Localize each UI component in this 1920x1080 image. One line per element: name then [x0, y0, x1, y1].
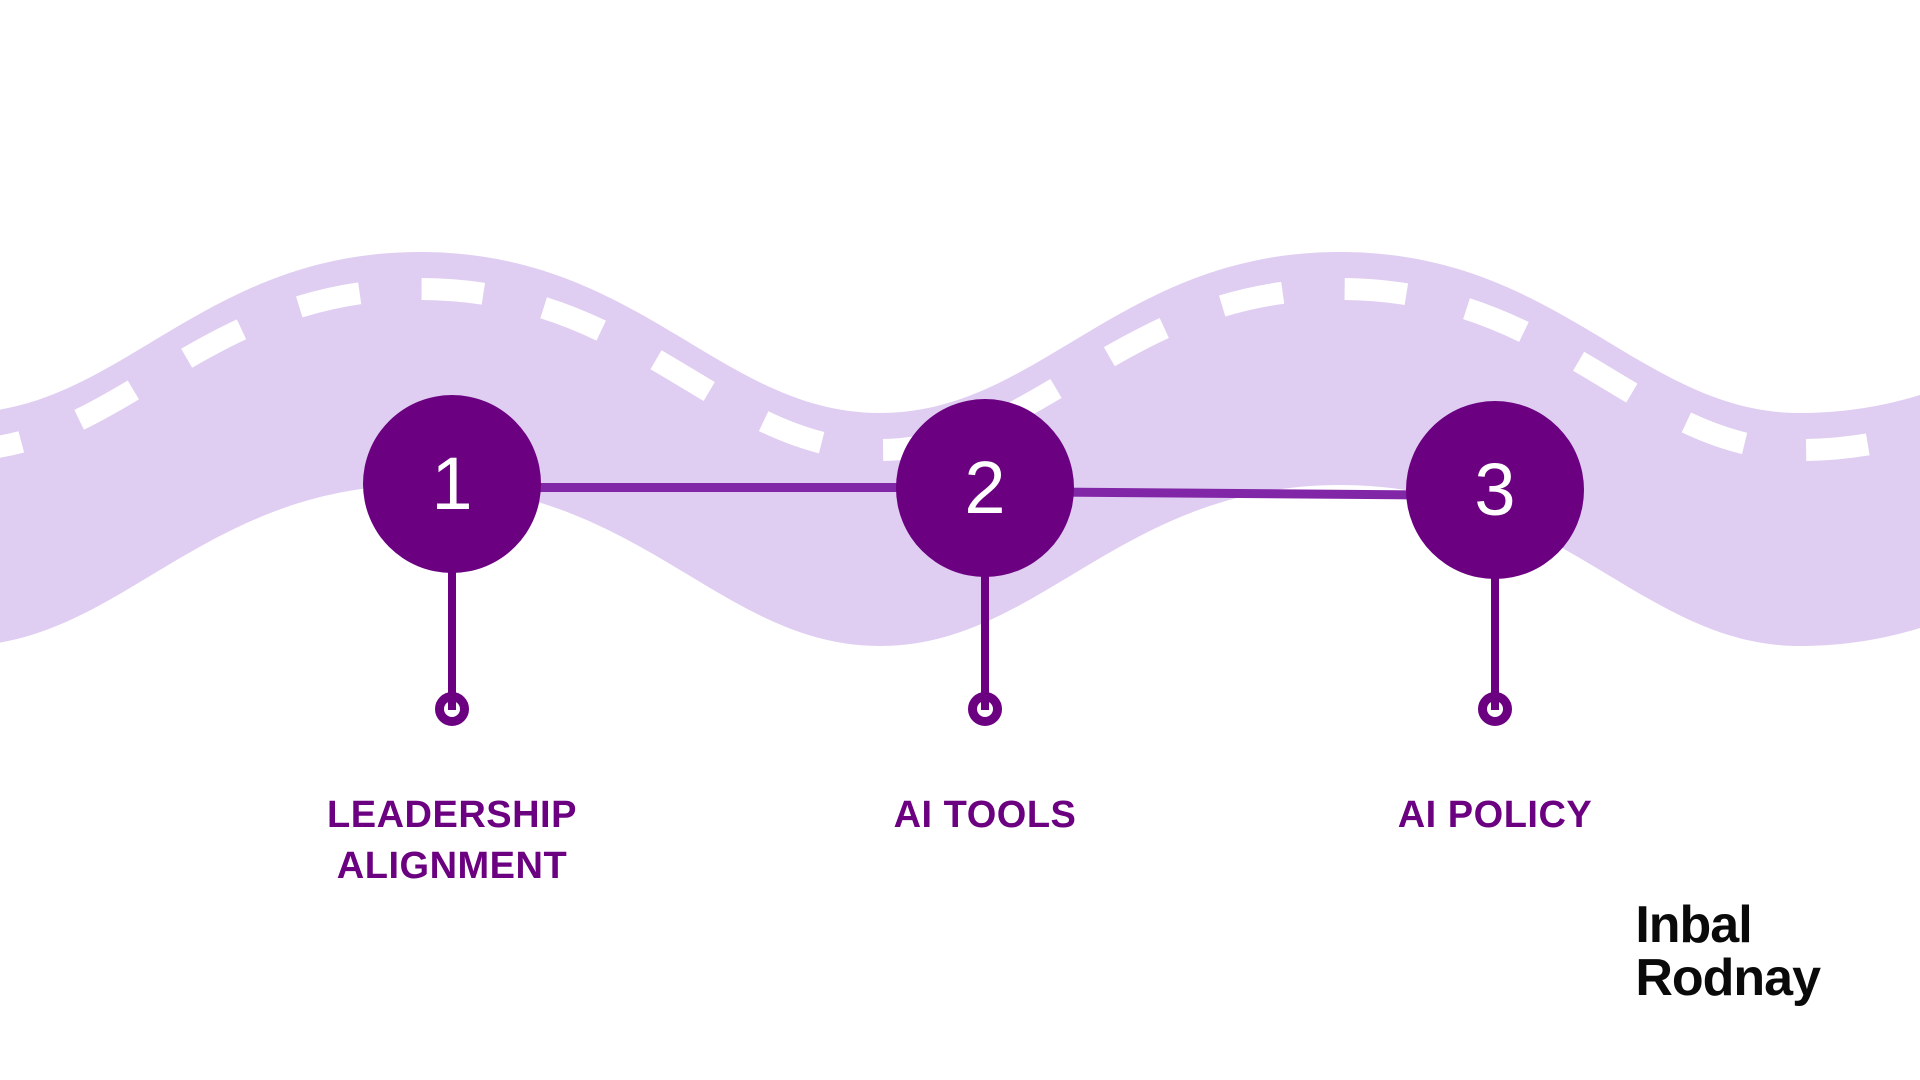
node-circle-step-2[interactable]: 2: [896, 399, 1074, 577]
marker-ring-step-2: [968, 692, 1002, 726]
node-circle-step-3[interactable]: 3: [1406, 401, 1584, 579]
node-number-1: 1: [431, 442, 473, 525]
node-number-3: 3: [1474, 448, 1516, 531]
step-label-ai-policy: AI POLICY: [1397, 794, 1593, 836]
brand-logo-line-1: Inbal: [1635, 895, 1752, 954]
brand-logo-line-2: Rodnay: [1635, 948, 1821, 1007]
step-label-ai-tools: AI TOOLS: [893, 794, 1077, 836]
stem-step-3: [1491, 567, 1499, 710]
node-number-2: 2: [964, 446, 1006, 529]
step-label-leadership-alignment: LEADERSHIP ALIGNMENT: [327, 794, 577, 888]
marker-ring-step-1: [435, 692, 469, 726]
stem-step-2: [981, 565, 989, 710]
stem-step-1: [448, 560, 456, 710]
node-circle-step-1[interactable]: 1: [363, 395, 541, 573]
marker-ring-step-3: [1478, 692, 1512, 726]
brand-logo: Inbal Rodnay: [1635, 895, 1821, 1007]
